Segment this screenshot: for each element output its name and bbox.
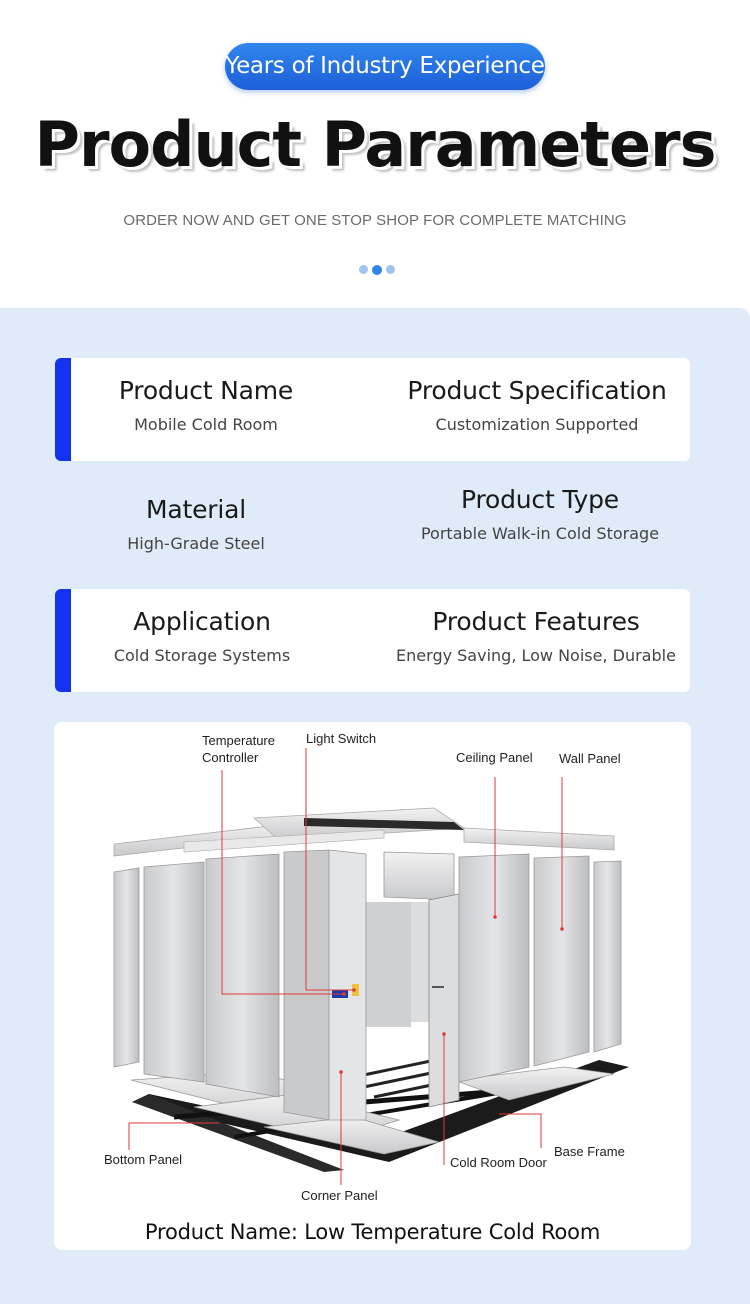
- dot-indicator: [386, 265, 395, 274]
- param-label: Product Name: [118, 376, 294, 405]
- cold-room-door-shape: [383, 851, 460, 1108]
- param-label: Material: [146, 495, 246, 524]
- label-corner-panel: Corner Panel: [301, 1188, 378, 1203]
- param-product-features: Product Features Energy Saving, Low Nois…: [391, 607, 681, 665]
- cold-room-illustration: Temperature Controller Light Switch Ceil…: [104, 731, 629, 1203]
- leader-lines: [128, 748, 563, 1185]
- header-section: Years of Industry Experience Product Par…: [0, 0, 750, 310]
- carousel-dots: [359, 264, 395, 275]
- param-value: Mobile Cold Room: [134, 415, 278, 434]
- diagram-caption: Product Name: Low Temperature Cold Room: [144, 1220, 601, 1244]
- page-title: Product Parameters: [34, 108, 717, 181]
- dot-indicator-active: [372, 264, 382, 275]
- card-accent-bar: [55, 358, 71, 461]
- right-wall-panels: [458, 853, 622, 1083]
- param-product-name: Product Name Mobile Cold Room: [95, 376, 317, 434]
- param-value: Portable Walk-in Cold Storage: [420, 524, 660, 543]
- label-ceiling-panel: Ceiling Panel: [456, 750, 533, 765]
- leader-endpoints: [339, 915, 564, 1074]
- label-bottom-panel: Bottom Panel: [104, 1152, 182, 1167]
- label-cold-room-door: Cold Room Door: [450, 1155, 547, 1170]
- corner-panel-shape: [283, 849, 367, 1121]
- param-material: Material High-Grade Steel: [85, 495, 307, 553]
- param-label: Application: [133, 607, 271, 636]
- label-base-frame: Base Frame: [554, 1144, 625, 1159]
- param-product-specification: Product Specification Customization Supp…: [397, 376, 677, 434]
- ceiling-panel-shape: [113, 807, 615, 857]
- left-wall-panels: [113, 853, 280, 1098]
- dot-indicator: [359, 265, 368, 274]
- param-value: Energy Saving, Low Noise, Durable: [396, 646, 676, 665]
- param-value: High-Grade Steel: [127, 534, 265, 553]
- label-light-switch: Light Switch: [306, 731, 376, 746]
- experience-badge: Years of Industry Experience: [225, 43, 545, 90]
- param-application: Application Cold Storage Systems: [91, 607, 313, 665]
- cold-room-diagram: Temperature Controller Light Switch Ceil…: [54, 722, 691, 1250]
- label-temperature: Temperature: [202, 733, 275, 748]
- param-label: Product Type: [461, 485, 619, 514]
- param-value: Cold Storage Systems: [113, 646, 291, 665]
- param-card-3: Application Cold Storage Systems Product…: [55, 589, 690, 692]
- param-product-type: Product Type Portable Walk-in Cold Stora…: [400, 485, 680, 543]
- param-value: Customization Supported: [435, 415, 639, 434]
- page-subtitle: ORDER NOW AND GET ONE STOP SHOP FOR COMP…: [123, 212, 627, 229]
- label-wall-panel: Wall Panel: [559, 751, 621, 766]
- param-label: Product Specification: [407, 376, 667, 405]
- param-label: Product Features: [432, 607, 640, 636]
- param-card-1: Product Name Mobile Cold Room Product Sp…: [55, 358, 690, 461]
- card-accent-bar: [55, 589, 71, 692]
- label-controller: Controller: [202, 750, 259, 765]
